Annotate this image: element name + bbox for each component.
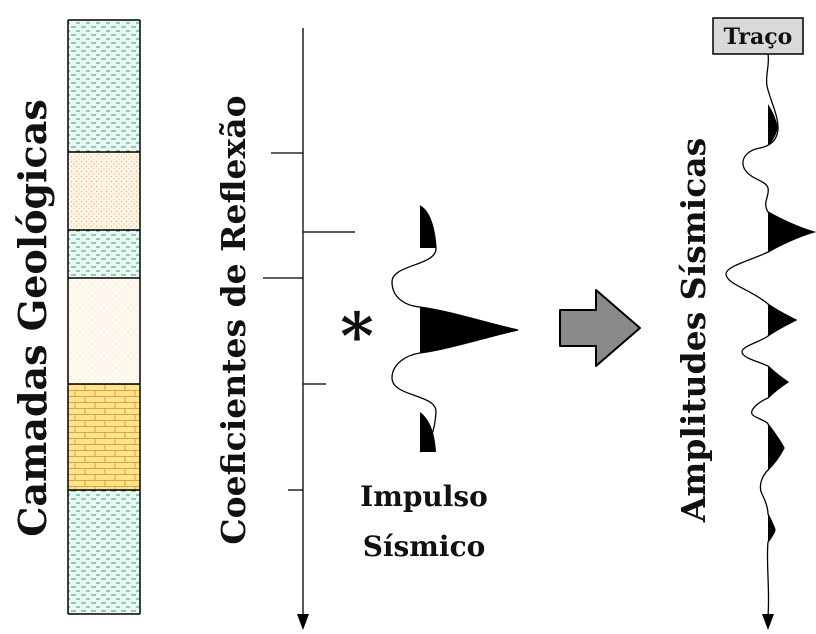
layer-limestone — [68, 384, 140, 490]
layer-shale-top — [68, 20, 140, 152]
pulse-label-line1: Impulso — [360, 480, 488, 513]
trace-curve — [725, 53, 816, 617]
trace-fill-peak — [768, 514, 775, 542]
pulse-label-line2: Sísmico — [363, 530, 486, 563]
wavelet-fill-center — [420, 307, 518, 353]
geologic-column — [67, 19, 141, 615]
layer-sandstone-2 — [68, 278, 140, 384]
trace-fill-peak — [768, 366, 788, 398]
trace-fill-peak — [768, 212, 814, 252]
geologic-layers-label: Camadas Geológicas — [10, 99, 55, 536]
wavelet-curve — [391, 205, 519, 453]
result-arrow-icon — [559, 289, 641, 367]
reflection-coefficients-label: Coeficientes de Reflexão — [214, 95, 253, 544]
trace-fill-peak — [768, 304, 796, 336]
trace-header-label: Traço — [724, 24, 793, 50]
trace-fill-peak — [768, 424, 784, 470]
seismic-wavelet — [391, 205, 519, 453]
wavelet-fill-top — [420, 206, 436, 248]
layer-shale-middle — [68, 230, 140, 278]
trace-fill-peak — [768, 104, 778, 146]
seismic-amplitudes-label: Amplitudes Sísmicas — [674, 138, 713, 524]
wavelet-fill-bottom — [420, 412, 436, 452]
trace-header-box — [712, 17, 804, 55]
reflectivity-arrow-head — [297, 614, 309, 630]
seismic-trace — [725, 53, 816, 617]
layer-sandstone-1 — [68, 152, 140, 230]
trace-arrow-head — [762, 614, 774, 630]
convolution-symbol: * — [340, 299, 373, 374]
layer-shale-bottom — [68, 490, 140, 614]
reflectivity-series — [263, 28, 355, 618]
